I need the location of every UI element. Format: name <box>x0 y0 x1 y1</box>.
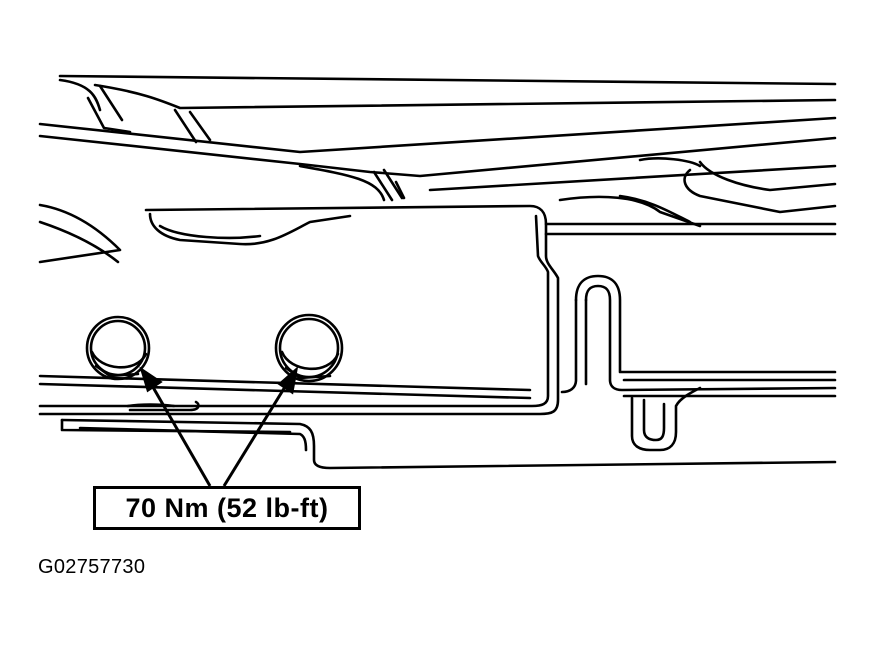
side-plate-outline <box>38 203 560 416</box>
torque-callout-box: 70 Nm (52 lb-ft) <box>93 486 361 530</box>
figure-id-label: G02757730 <box>38 556 146 578</box>
bolt-left <box>85 315 151 381</box>
frame-rail <box>544 222 837 452</box>
leader-arrows <box>139 366 299 487</box>
bolt-right <box>274 313 344 383</box>
upper-body-lines <box>38 74 837 228</box>
torque-spec-label: 70 Nm (52 lb-ft) <box>125 492 329 523</box>
